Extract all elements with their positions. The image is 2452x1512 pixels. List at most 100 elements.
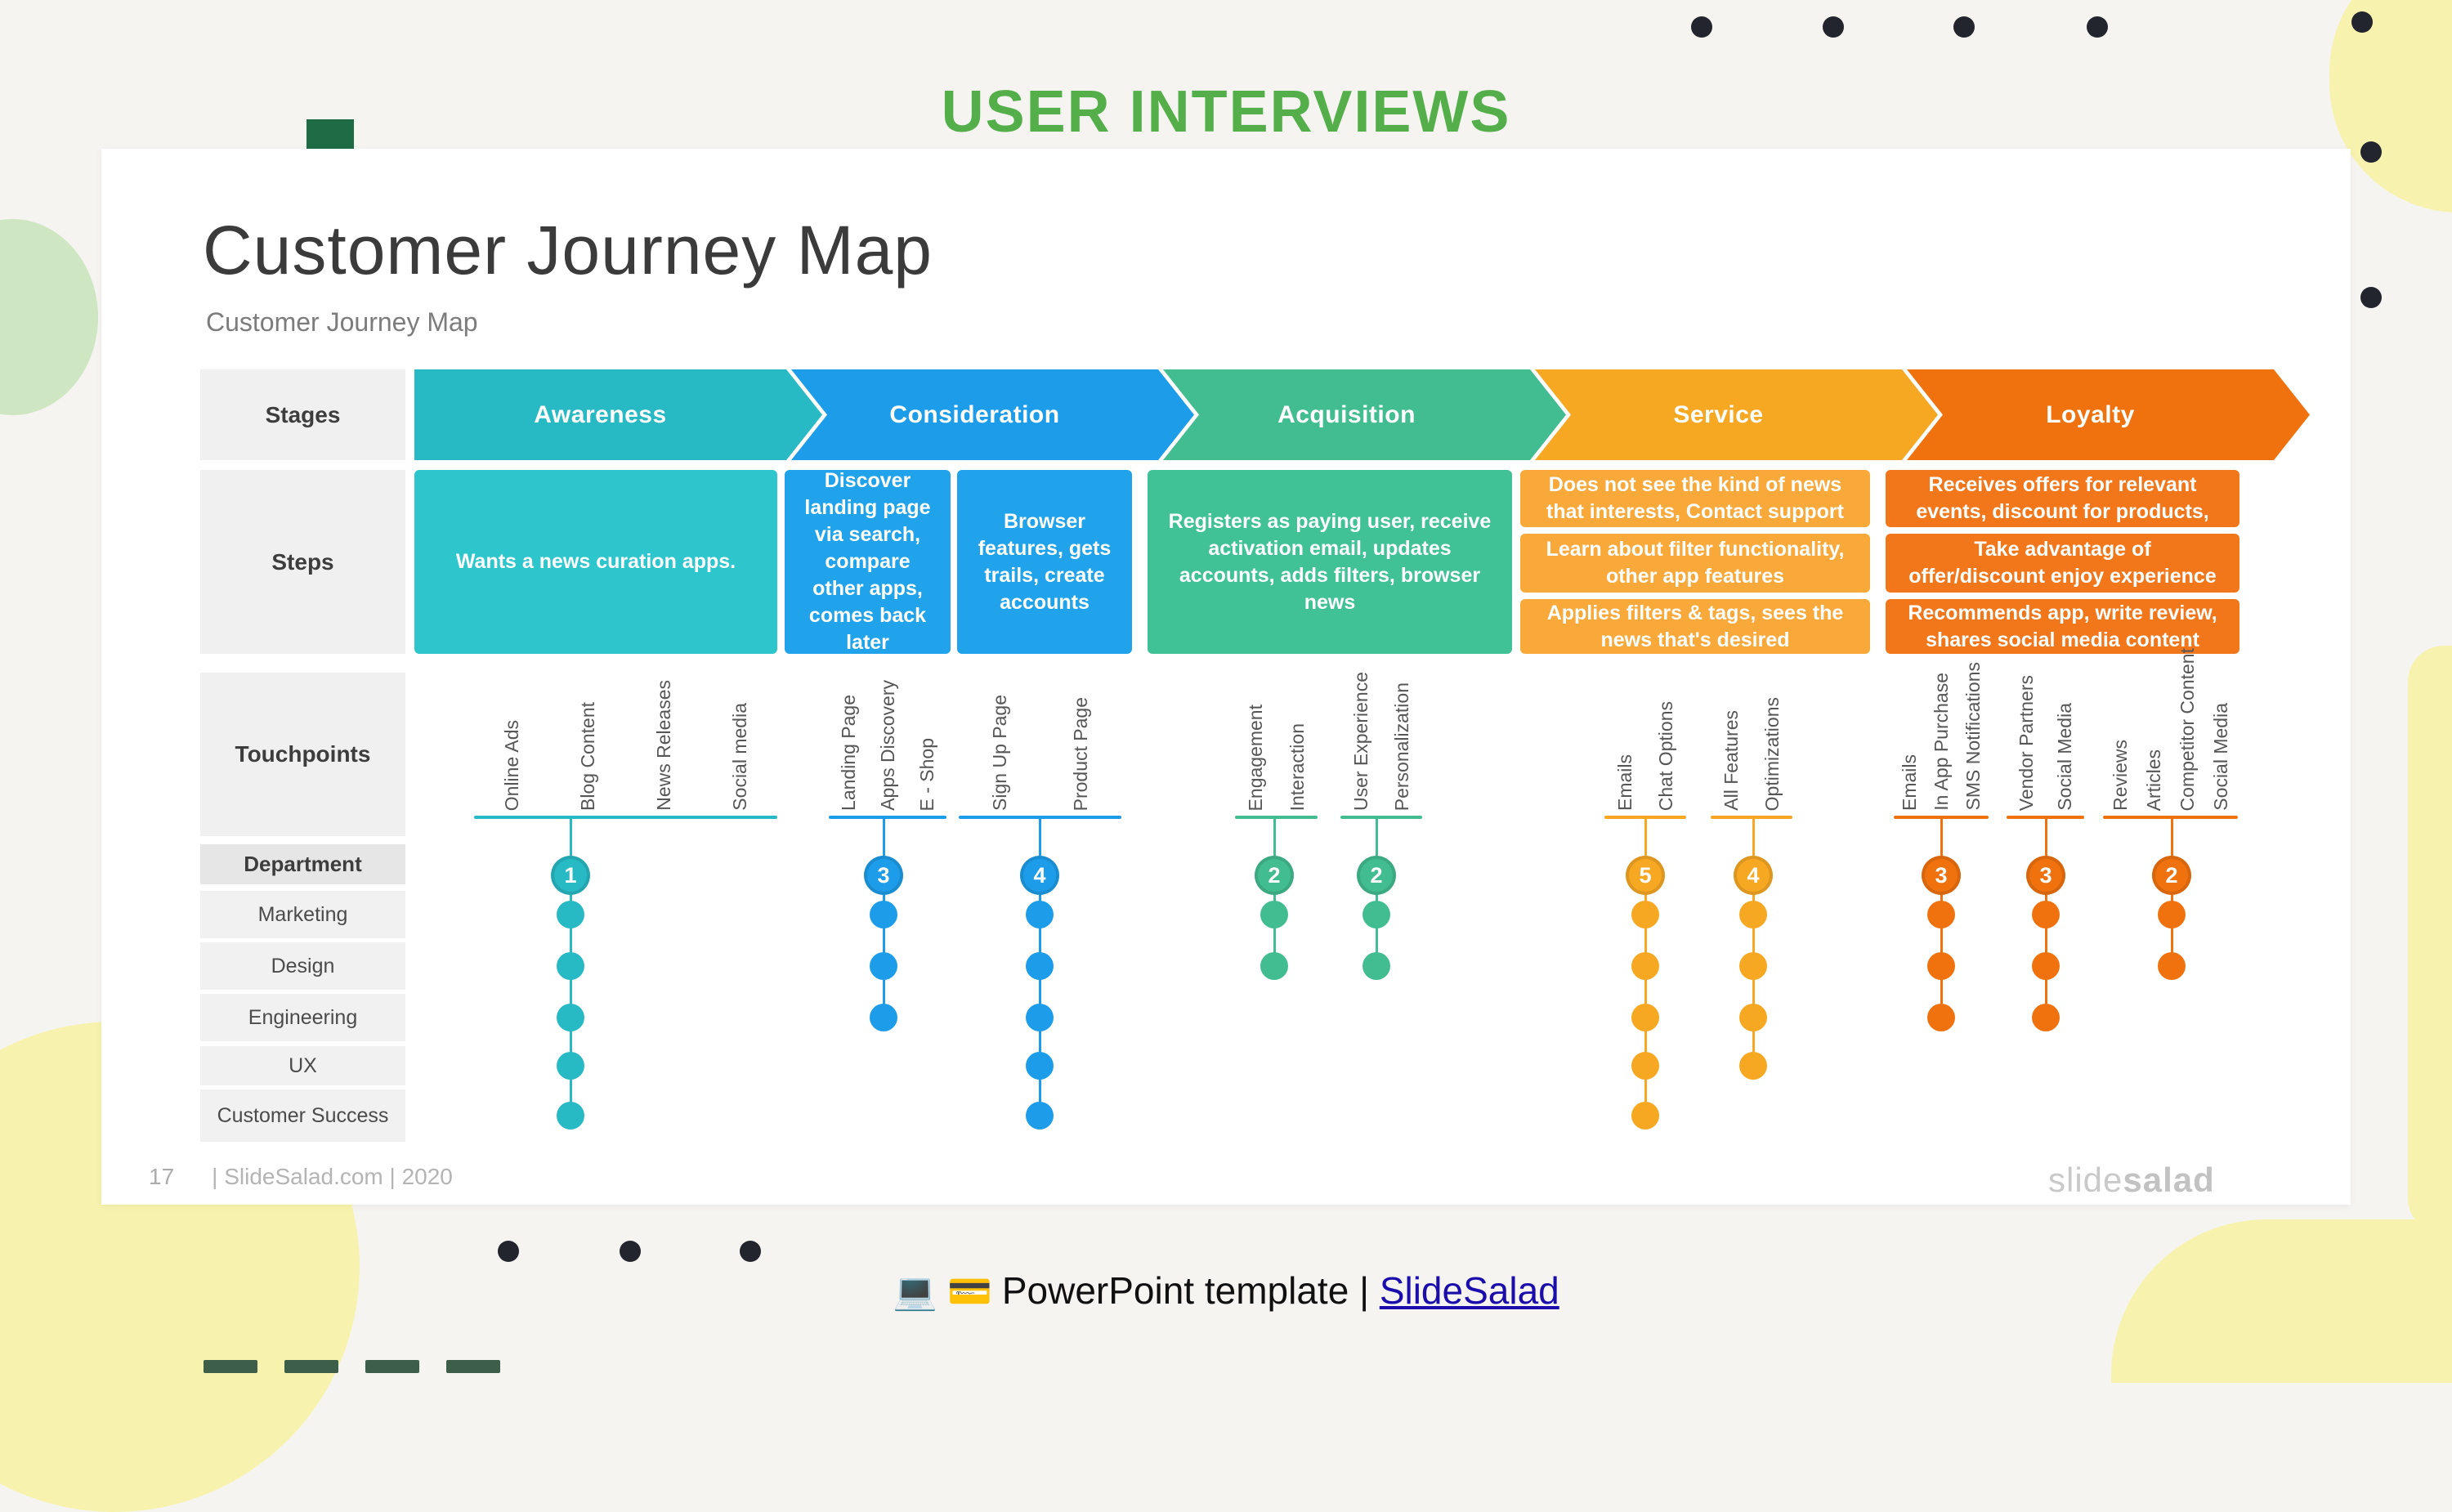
row-label-steps: Steps — [200, 470, 405, 654]
touchpoint-label: Optimizations — [1761, 696, 1783, 811]
chain-dot — [1739, 952, 1767, 980]
step-block: Recommends app, write review, shares soc… — [1886, 599, 2239, 654]
touchpoint-stem — [882, 819, 885, 856]
department-cell: Engineering — [200, 994, 405, 1041]
chain-number-circle: 3 — [864, 856, 903, 895]
touchpoint-label: All Features — [1720, 710, 1742, 811]
step-block: Learn about filter functionality, other … — [1520, 534, 1870, 593]
row-label-touchpoints: Touchpoints — [200, 673, 405, 836]
navy-dot — [2360, 287, 2382, 308]
touchpoint-label: Emails — [1614, 754, 1635, 811]
green-dash — [204, 1360, 257, 1373]
chain-dot — [1739, 901, 1767, 928]
chain-dot — [557, 1052, 584, 1080]
chain-dot — [1631, 1102, 1659, 1130]
touchpoint-label: Social Media — [2054, 703, 2076, 811]
department-cell: Design — [200, 942, 405, 990]
touchpoint-label: Social media — [728, 703, 750, 811]
touchpoint-label: Chat Options — [1655, 700, 1676, 811]
navy-dot — [1953, 16, 1975, 38]
green-dash — [284, 1360, 338, 1373]
touchpoint-label: Social Media — [2210, 703, 2232, 811]
touchpoint-stem — [1752, 819, 1755, 856]
stage-label: Acquisition — [1277, 400, 1416, 428]
touchpoint-stem — [2170, 819, 2173, 856]
chain-dot — [2032, 901, 2060, 928]
credit-card-icon: 💳 — [947, 1272, 992, 1312]
chain-number-circle: 1 — [551, 856, 590, 895]
touchpoint-stem — [2044, 819, 2047, 856]
touchpoint-label: Vendor Partners — [2015, 674, 2037, 811]
touchpoint-line — [1235, 816, 1318, 819]
chain-dot — [1026, 1052, 1054, 1080]
chain-dot — [1927, 901, 1955, 928]
laptop-icon: 💻 — [893, 1272, 938, 1312]
page-number: 17 — [149, 1164, 175, 1189]
caption-text: PowerPoint template | — [1001, 1269, 1380, 1312]
chain-number-circle: 2 — [1255, 856, 1294, 895]
touchpoint-label: Sign Up Page — [988, 695, 1010, 811]
touchpoint-label: User Experience — [1350, 671, 1371, 811]
step-block: Registers as paying user, receive activa… — [1148, 470, 1512, 654]
department-cell: Marketing — [200, 891, 405, 938]
dark-green-rect — [306, 119, 354, 154]
row-label-stages: Stages — [200, 369, 405, 460]
step-block: Does not see the kind of news that inter… — [1520, 470, 1870, 527]
chain-number-circle: 4 — [1020, 856, 1059, 895]
touchpoint-label: Landing Page — [838, 695, 859, 811]
navy-dot — [1823, 16, 1844, 38]
bottom-caption: 💻💳PowerPoint template | SlideSalad — [0, 1268, 2452, 1313]
chain-line — [882, 875, 885, 1018]
chain-dot — [1362, 952, 1390, 980]
touchpoint-stem — [1940, 819, 1943, 856]
stage-arrow-service: Service — [1535, 369, 1938, 460]
touchpoint-line — [959, 816, 1121, 819]
chain-dot — [1631, 952, 1659, 980]
navy-dot — [740, 1241, 761, 1262]
chain-dot — [557, 1004, 584, 1031]
slidesalad-link[interactable]: SlideSalad — [1379, 1269, 1559, 1312]
green-dash — [446, 1360, 500, 1373]
chain-dot — [1362, 901, 1390, 928]
touchpoint-label: Personalization — [1391, 682, 1412, 811]
touchpoint-label: Engagement — [1245, 704, 1267, 811]
department-cell: Customer Success — [200, 1089, 405, 1142]
stage-label: Service — [1673, 400, 1764, 428]
chain-number-circle: 2 — [1357, 856, 1396, 895]
step-block: Browser features, gets trails, create ac… — [957, 470, 1132, 654]
chain-number-circle: 4 — [1734, 856, 1773, 895]
touchpoint-label: Emails — [1899, 754, 1921, 811]
chain-dot — [1631, 1052, 1659, 1080]
chain-number-circle: 5 — [1626, 856, 1665, 895]
slide-heading: Customer Journey Map — [203, 212, 933, 289]
touchpoint-label: E - Shop — [916, 737, 937, 812]
stage-arrow-consideration: Consideration — [791, 369, 1194, 460]
touchpoint-label: Apps Discovery — [877, 680, 898, 811]
chain-line — [1644, 875, 1647, 1116]
navy-dot — [2351, 11, 2373, 33]
slide-footer: 17| SlideSalad.com | 2020 — [149, 1164, 453, 1190]
touchpoint-line — [474, 816, 777, 819]
chain-number-circle: 3 — [2026, 856, 2065, 895]
touchpoint-line — [2103, 816, 2238, 819]
touchpoint-stem — [1273, 819, 1276, 856]
navy-dot — [2360, 141, 2382, 163]
slide-subheading: Customer Journey Map — [206, 307, 478, 337]
touchpoint-label: In App Purchase — [1931, 673, 1952, 811]
chain-dot — [1739, 1004, 1767, 1031]
touchpoint-stem — [569, 819, 572, 856]
touchpoint-label: Reviews — [2109, 740, 2131, 811]
yellow-strip-right — [2408, 646, 2452, 1234]
stage-label: Awareness — [534, 400, 667, 428]
touchpoint-stem — [1644, 819, 1647, 856]
stage-arrow-acquisition: Acquisition — [1163, 369, 1566, 460]
chain-dot — [2158, 901, 2186, 928]
stage-arrow-loyalty: Loyalty — [1907, 369, 2310, 460]
touchpoint-label: Product Page — [1070, 696, 1092, 811]
slide-card — [101, 149, 2351, 1205]
chain-dot — [1260, 901, 1288, 928]
slidesalad-logo: slidesalad — [2048, 1161, 2215, 1200]
department-header-cell: Department — [200, 844, 405, 884]
chain-line — [1940, 875, 1943, 1018]
